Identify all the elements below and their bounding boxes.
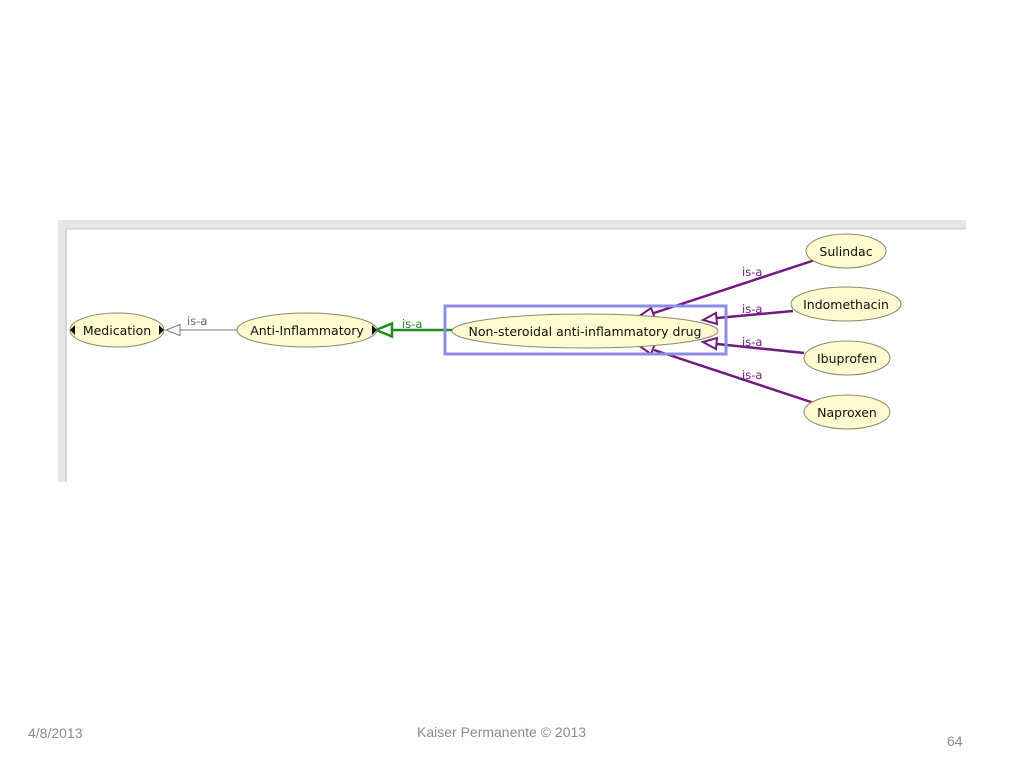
edge-label-ai-medication: is-a (187, 314, 207, 328)
edge-indomethacin-to-nsaid: is-a (700, 302, 794, 326)
expand-right-icon[interactable] (159, 325, 164, 335)
arrowhead-hollow-green (372, 321, 394, 339)
edge-ai-to-medication: is-a (164, 314, 237, 337)
node-label-anti-inflammatory: Anti-Inflammatory (250, 323, 364, 338)
edge-label-sulindac: is-a (742, 265, 762, 279)
node-label-naproxen: Naproxen (817, 405, 877, 420)
edge-label-nsaid-ai: is-a (402, 317, 422, 331)
node-medication[interactable]: Medication (69, 312, 165, 348)
node-ibuprofen[interactable]: Ibuprofen (803, 340, 891, 376)
arrowhead-hollow-gray (164, 323, 181, 337)
arrowhead-hollow-purple (700, 311, 719, 326)
footer-date: 4/8/2013 (28, 725, 83, 741)
selection-highlight-box (443, 304, 728, 356)
expand-right-icon[interactable] (372, 325, 377, 335)
footer-organization: Kaiser Permanente © 2013 (417, 724, 587, 740)
edge-label-indomethacin: is-a (742, 302, 762, 316)
node-label-indomethacin: Indomethacin (803, 297, 889, 312)
node-anti-inflammatory[interactable]: Anti-Inflammatory (236, 312, 378, 348)
edge-label-naproxen: is-a (742, 368, 762, 382)
edge-ibuprofen-to-nsaid: is-a (700, 335, 805, 355)
footer-page-number: 64 (947, 733, 963, 749)
node-nsaid[interactable]: Non-steroidal anti-inflammatory drug (451, 313, 719, 349)
arrowhead-hollow-purple (700, 336, 719, 351)
edge-label-ibuprofen: is-a (742, 335, 762, 349)
node-sulindac[interactable]: Sulindac (805, 233, 887, 269)
node-label-ibuprofen: Ibuprofen (817, 351, 877, 366)
panel-top-bar (58, 220, 966, 229)
node-label-sulindac: Sulindac (819, 244, 872, 259)
edge-nsaid-to-ai: is-a (372, 317, 452, 339)
expand-left-icon[interactable] (70, 325, 75, 335)
node-naproxen[interactable]: Naproxen (803, 394, 891, 430)
node-indomethacin[interactable]: Indomethacin (790, 286, 902, 322)
node-label-nsaid: Non-steroidal anti-inflammatory drug (469, 324, 702, 339)
node-label-medication: Medication (83, 323, 151, 338)
panel-left-bar (58, 220, 67, 482)
